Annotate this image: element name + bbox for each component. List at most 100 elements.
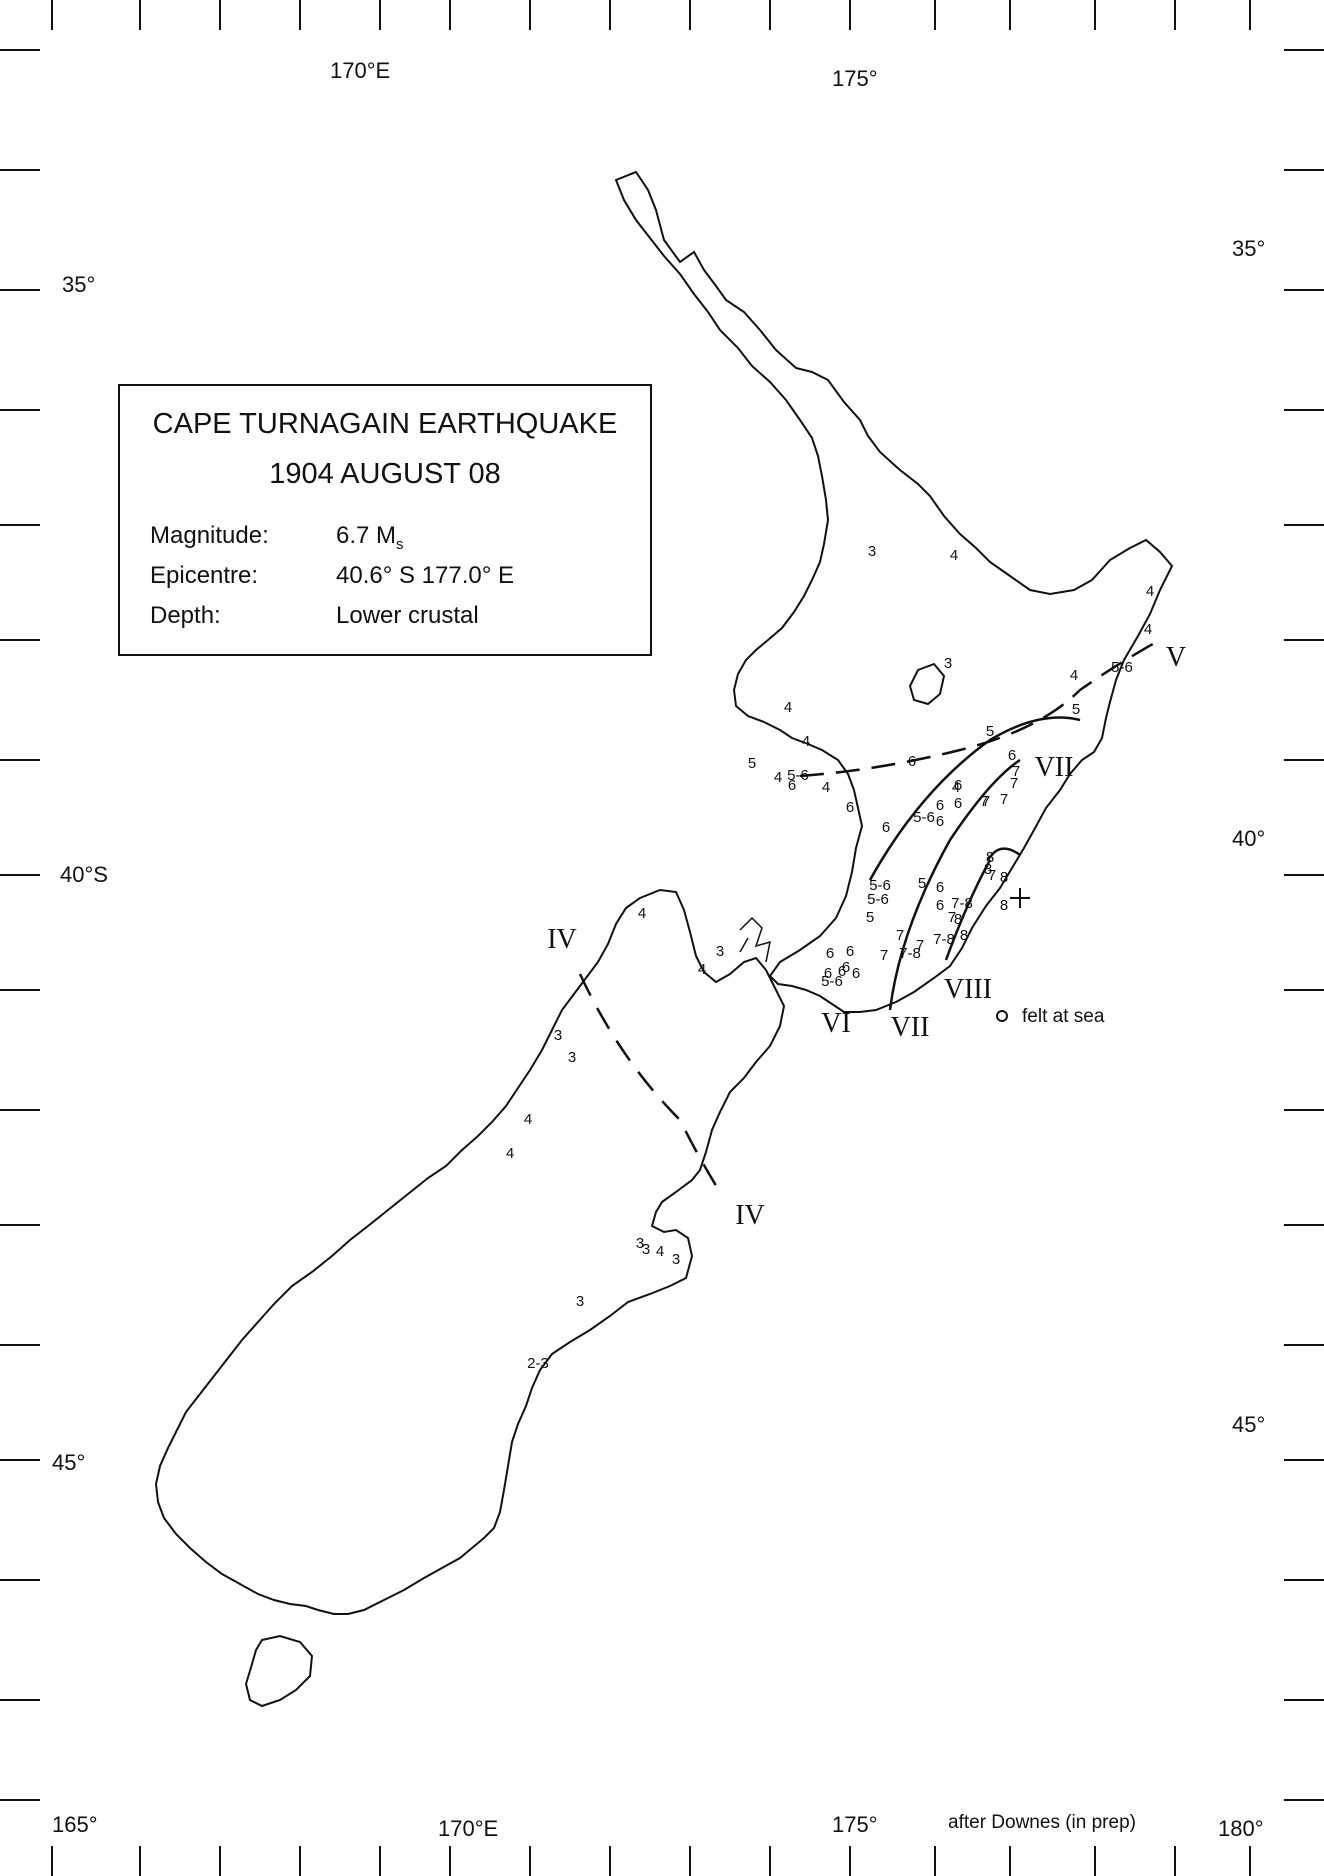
intensity-point-label: 6: [954, 795, 962, 812]
intensity-point-label: 6: [936, 879, 944, 896]
magnitude-value: 6.7 Ms: [336, 522, 404, 553]
intensity-point-label: 8: [1000, 897, 1008, 914]
magnitude-label: Magnitude:: [150, 522, 269, 549]
top-lon-label-2: 175°: [832, 66, 878, 91]
intensity-point-label: 7: [980, 793, 988, 810]
marlborough-sounds: [739, 916, 771, 963]
bottom-lon-label-3: 175°: [832, 1812, 878, 1837]
intensity-point-label: 7: [1012, 763, 1020, 780]
intensity-point-label: 3: [554, 1027, 562, 1044]
intensity-point-label: 3: [568, 1049, 576, 1066]
intensity-point-label: 6: [882, 819, 890, 836]
epicentre-marker: [1010, 888, 1030, 908]
intensity-point-label: 6: [936, 813, 944, 830]
intensity-point-label: 5: [918, 875, 926, 892]
intensity-point-label: 4: [784, 699, 792, 716]
intensity-point-label: 4: [1146, 583, 1154, 600]
bottom-lon-label-1: 165°: [52, 1812, 98, 1837]
left-lat-label-3: 45°: [52, 1450, 85, 1475]
depth-value: Lower crustal: [336, 602, 479, 629]
intensity-point-label: 4: [952, 779, 960, 796]
intensity-point-label: 3: [716, 943, 724, 960]
intensity-point-label: 4: [698, 961, 706, 978]
intensity-point-label: 6: [936, 797, 944, 814]
intensity-point-label: 8: [984, 861, 992, 878]
intensity-point-label: 5-6: [821, 973, 843, 990]
epicentre-value: 40.6° S 177.0° E: [336, 562, 514, 589]
intensity-point-label: 7-8: [933, 931, 955, 948]
map-title: CAPE TURNAGAIN EARTHQUAKE: [152, 408, 618, 440]
intensity-point-label: 6: [1008, 747, 1016, 764]
intensity-point-label: 7-8: [951, 895, 973, 912]
intensity-point-label: 3: [868, 543, 876, 560]
intensity-point-label: 5: [1072, 701, 1080, 718]
felt-at-sea-marker: [996, 1010, 1008, 1022]
intensity-point-label: 4: [802, 733, 810, 750]
intensity-point-label: 6: [852, 965, 860, 982]
title-box: CAPE TURNAGAIN EARTHQUAKE 1904 AUGUST 08…: [118, 384, 652, 656]
intensity-point-label: 4: [656, 1243, 664, 1260]
intensity-point-label: 5: [986, 723, 994, 740]
intensity-point-label: 8: [954, 911, 962, 928]
right-lat-label-2: 40°: [1232, 826, 1265, 851]
intensity-point-label: 6: [826, 945, 834, 962]
intensity-point-label: 6: [842, 959, 850, 976]
intensity-point-label: 6: [846, 799, 854, 816]
isoseismal-iv: [578, 973, 722, 1193]
intensity-point-label: 6: [846, 943, 854, 960]
intensity-point-label: 5-6: [869, 877, 891, 894]
intensity-point-label: 4: [774, 769, 782, 786]
isoseismal-vii: [888, 758, 1021, 1011]
intensity-point-label: 4: [524, 1111, 532, 1128]
isoseismal-vi: [868, 716, 1081, 881]
isoseismal-viii: [944, 847, 1021, 961]
intensity-point-label: 7: [988, 867, 996, 884]
intensity-point-label: 7: [948, 909, 956, 926]
credit-label: after Downes (in prep): [948, 1812, 1136, 1833]
intensity-point-label: 5-6: [1111, 659, 1133, 676]
intensity-point-label: 5: [866, 909, 874, 926]
intensity-point-label: 3: [944, 655, 952, 672]
intensity-point-label: 8: [1000, 869, 1008, 886]
intensity-point-label: 4: [822, 779, 830, 796]
intensity-point-label: 7: [880, 947, 888, 964]
intensity-point-label: 6: [954, 777, 962, 794]
iso-label-iv-north: IV: [547, 924, 577, 955]
intensity-point-label: 7: [896, 927, 904, 944]
iso-label-viii: VIII: [944, 974, 992, 1005]
intensity-point-label: 5: [748, 755, 756, 772]
intensity-point-label: 6: [838, 963, 846, 980]
intensity-point-label: 8: [986, 849, 994, 866]
intensity-point-label: 7: [1010, 775, 1018, 792]
right-lat-label-1: 35°: [1232, 236, 1265, 261]
intensity-point-label: 4: [1144, 621, 1152, 638]
left-lat-label-1: 35°: [62, 272, 95, 297]
intensity-point-label: 7: [1000, 791, 1008, 808]
iso-label-v: V: [1166, 642, 1186, 673]
epicentre-label: Epicentre:: [150, 562, 259, 589]
iso-label-vii-north: VII: [1035, 752, 1074, 783]
intensity-point-label: 5-6: [913, 809, 935, 826]
left-lat-label-2: 40°S: [60, 862, 108, 887]
isoseismal-v: [799, 638, 1161, 778]
bottom-lon-label-2: 170°E: [438, 1816, 498, 1841]
intensity-point-label: 4: [1070, 667, 1078, 684]
intensity-point-label: 7: [916, 937, 924, 954]
intensity-point-label: 7: [982, 793, 990, 810]
felt-at-sea-label: felt at sea: [1022, 1006, 1105, 1027]
intensity-point-label: 3: [636, 1235, 644, 1252]
intensity-point-label: 3: [672, 1251, 680, 1268]
lake-taupo: [908, 662, 946, 706]
stewart-island-coastline: [244, 1634, 314, 1708]
intensity-point-label: 5-6: [867, 891, 889, 908]
right-lat-label-3: 45°: [1232, 1412, 1265, 1437]
intensity-point-label: 6: [788, 777, 796, 794]
top-lon-label-1: 170°E: [330, 58, 390, 83]
intensity-point-label: 7-8: [899, 945, 921, 962]
bottom-lon-label-4: 180°: [1218, 1816, 1264, 1841]
iso-label-vi: VI: [821, 1008, 851, 1039]
intensity-point-label: 4: [506, 1145, 514, 1162]
